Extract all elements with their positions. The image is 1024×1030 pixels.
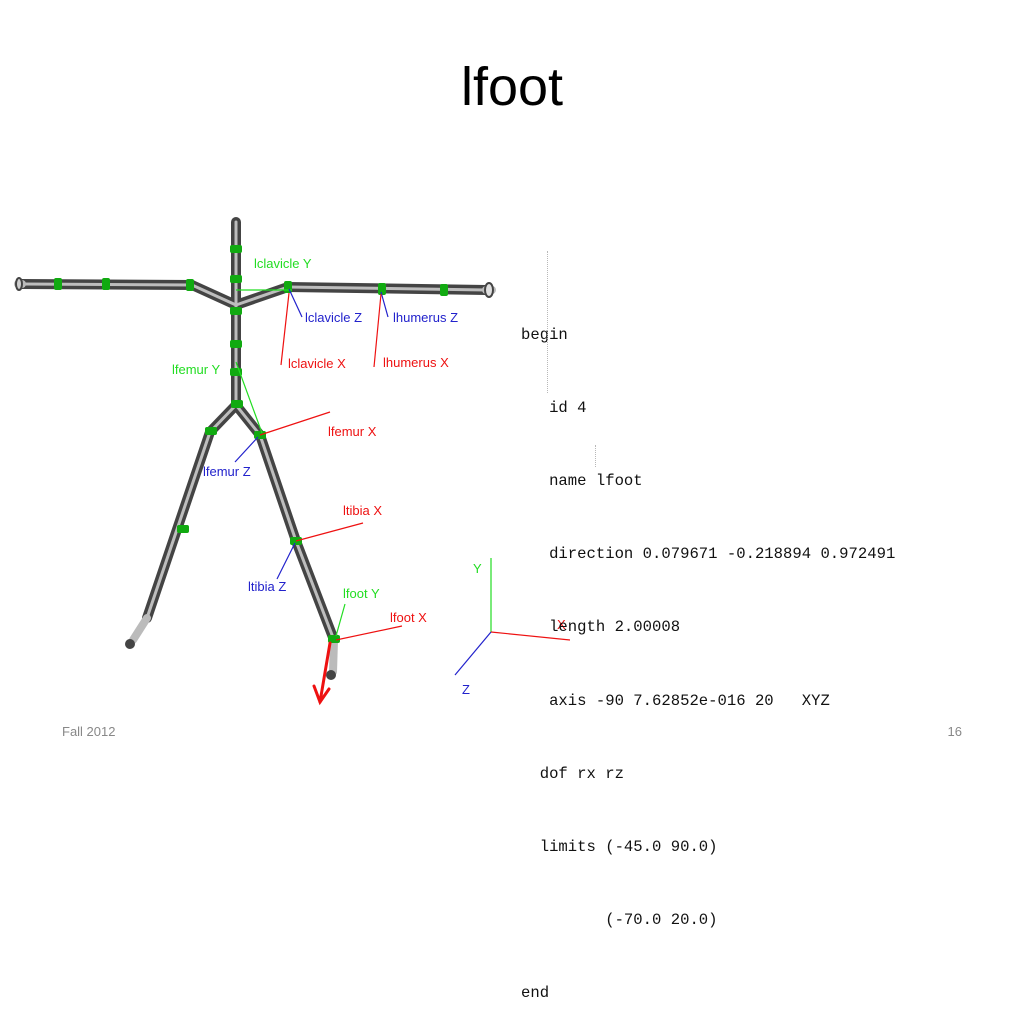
label-ltibia-z: ltibia Z (248, 579, 286, 594)
joint (230, 307, 242, 315)
code-line: end (521, 984, 550, 1003)
joint (54, 278, 62, 290)
footer-date: Fall 2012 (62, 724, 116, 739)
axis-z-line (454, 631, 492, 676)
lclavicle-z-line (288, 288, 303, 318)
lfoot-direction-arrow (312, 641, 332, 706)
code-line: dof rx rz (521, 764, 624, 783)
skeleton-diagram: lclavicle Y lclavicle Z lhumerus Z lclav… (14, 217, 571, 706)
label-lclavicle-z: lclavicle Z (305, 310, 362, 325)
joint (440, 284, 448, 296)
slide-title: lfoot (460, 57, 564, 117)
lclavicle-x-line (280, 292, 290, 366)
asf-code-block: begin id 4 name lfoot direction 0.079671… (521, 225, 895, 1030)
joint (186, 279, 194, 291)
label-lfemur-x: lfemur X (328, 424, 377, 439)
label-lfemur-y: lfemur Y (172, 362, 220, 377)
joint (230, 245, 242, 253)
label-ltibia-x: ltibia X (343, 503, 382, 518)
lhand-cap (484, 282, 494, 298)
lhumerus-x-line (373, 293, 382, 368)
lfoot-cap (326, 670, 336, 680)
axes-legend: Y X Z (454, 558, 571, 697)
label-lhumerus-x: lhumerus X (383, 355, 449, 370)
lfemur-y-line (235, 361, 263, 434)
lhumerus-z-line (380, 291, 389, 318)
code-line: name lfoot (521, 472, 643, 491)
axis-y-label: Y (473, 561, 482, 576)
joint (205, 427, 217, 435)
joint (177, 525, 189, 533)
axis-annotation-lines (234, 288, 403, 641)
rhand-cap (15, 277, 23, 291)
label-lclavicle-x: lclavicle X (288, 356, 346, 371)
indent-guide (547, 251, 548, 393)
ltibia-x-line (295, 522, 364, 542)
joint (102, 278, 110, 290)
ltibia-z-line (276, 542, 296, 580)
axis-x-line (490, 631, 571, 641)
bone-lfoot (329, 636, 338, 676)
skeleton-joints (54, 245, 448, 643)
code-line: direction 0.079671 -0.218894 0.972491 (521, 545, 896, 564)
code-line: (-70.0 20.0) (521, 911, 718, 930)
code-line: begin (521, 325, 568, 344)
skeleton-labels: lclavicle Y lclavicle Z lhumerus Z lclav… (172, 256, 458, 625)
rfoot-cap (125, 639, 135, 649)
bone-rfoot (129, 614, 151, 644)
label-lfoot-x: lfoot X (390, 610, 427, 625)
lfemur-z-line (234, 436, 259, 463)
indent-guide (595, 445, 596, 467)
joint (284, 281, 292, 293)
axis-x-label: X (557, 617, 566, 632)
slide-number: 16 (947, 724, 962, 739)
end-caps (15, 277, 494, 680)
code-line: id 4 (521, 398, 587, 417)
label-lhumerus-z: lhumerus Z (393, 310, 458, 325)
lfoot-x-line (335, 625, 403, 641)
label-lfemur-z: lfemur Z (203, 464, 251, 479)
lfoot-y-line (335, 603, 346, 637)
joint (231, 400, 243, 408)
label-lclavicle-y: lclavicle Y (254, 256, 312, 271)
code-line: length 2.00008 (521, 618, 681, 637)
code-line: axis -90 7.62852e-016 20 XYZ (521, 691, 830, 710)
axis-z-label: Z (462, 682, 470, 697)
joint (230, 275, 242, 283)
joint (378, 283, 386, 295)
label-lfoot-y: lfoot Y (343, 586, 380, 601)
joint (328, 635, 340, 643)
code-line: limits (-45.0 90.0) (521, 838, 718, 857)
joint (230, 340, 242, 348)
lfemur-x-line (259, 411, 331, 436)
